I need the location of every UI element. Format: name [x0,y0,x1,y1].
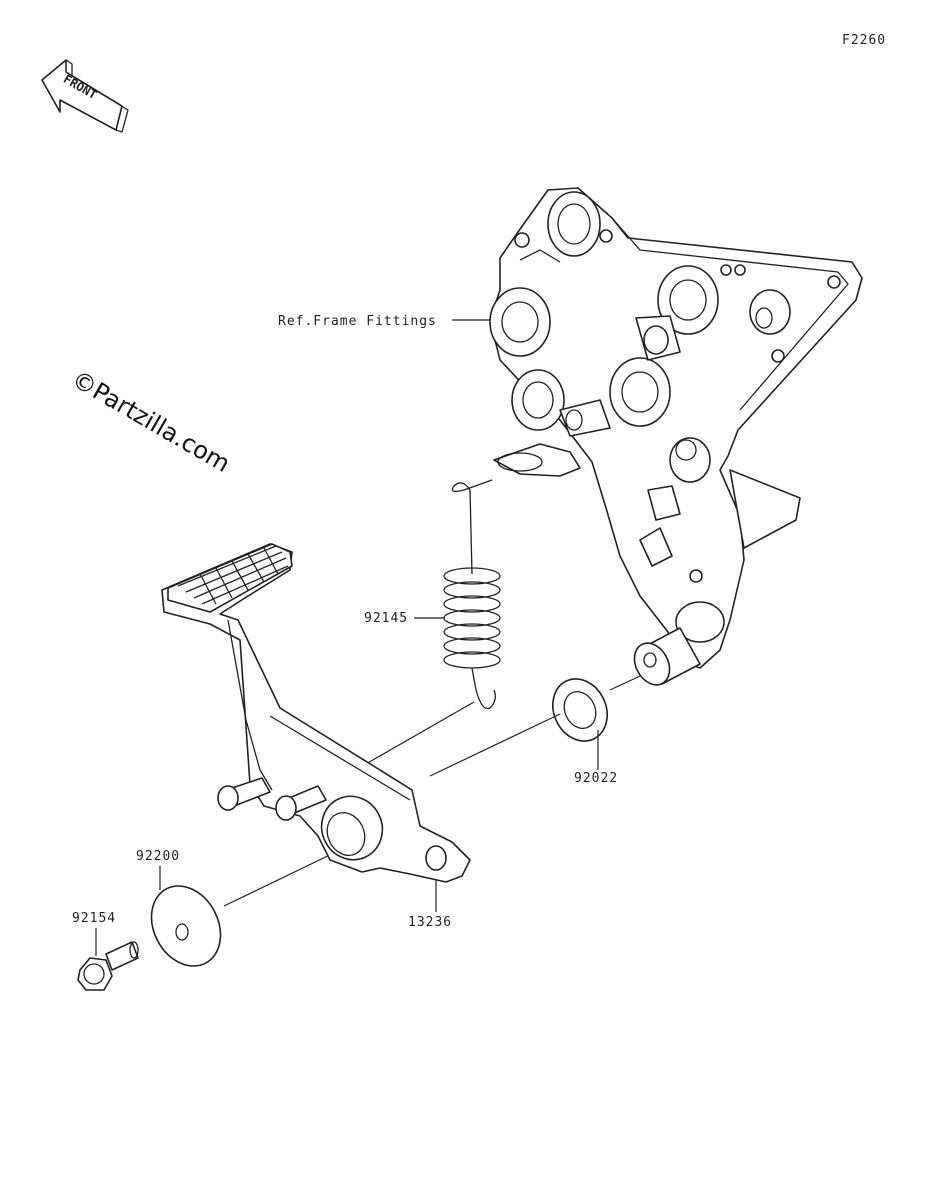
watermark: ©Partzilla.com [67,365,235,478]
brake-pedal [161,543,471,883]
washer-large [150,885,222,967]
label-spring: 92145 [364,611,408,626]
bolt [77,941,139,991]
label-pedal-part: 13236 [408,915,452,930]
label-washer-small: 92022 [574,771,618,786]
diagram-code: F2260 [842,33,886,48]
label-bolt: 92154 [72,911,116,926]
label-ref-frame-fittings: Ref.Frame Fittings [278,314,437,329]
washer-small [552,678,608,742]
label-washer-large: 92200 [136,849,180,864]
spring [443,479,501,710]
frame-fitting-bracket [489,187,863,686]
front-arrow-icon: FRONT [41,59,129,133]
